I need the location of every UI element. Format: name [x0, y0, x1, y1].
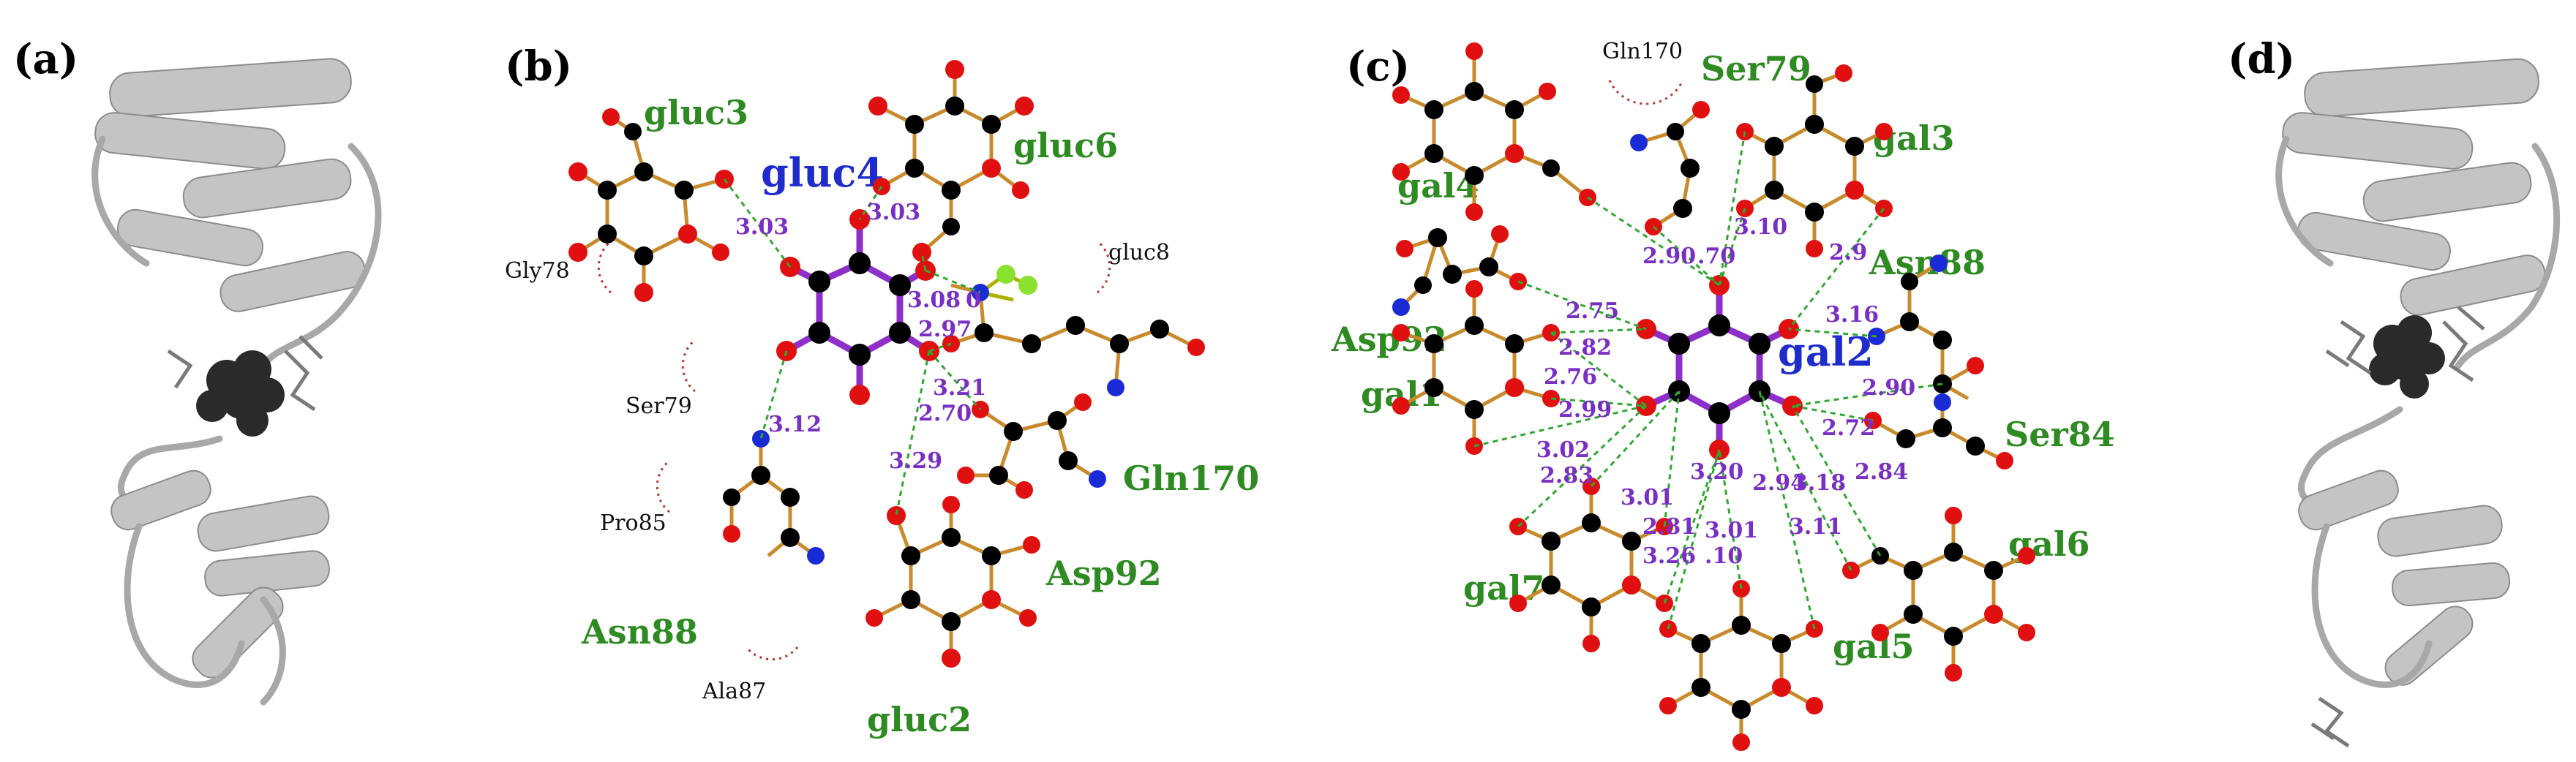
distance-label: 2.94 — [1752, 470, 1806, 496]
panel-c-molecule-gal7 — [1509, 478, 1673, 652]
residue-gluc4: gluc4 — [761, 149, 884, 196]
panel-b-molecule-asp92 — [957, 393, 1106, 499]
panel-c-molecule-gal1 — [1392, 280, 1560, 455]
panel-a-protein-cartoon — [91, 58, 382, 706]
residue-ala87: Ala87 — [702, 679, 766, 704]
distance-label: 2.97 — [918, 317, 972, 342]
distance-label: 2.72 — [1822, 415, 1875, 441]
panel-b-hydrogen-bonds — [723, 178, 982, 516]
distance-label: 0 — [966, 287, 981, 313]
residue-gly78: Gly78 — [505, 258, 570, 284]
panel-d-label: (d) — [2228, 35, 2295, 83]
distance-label: 3.02 — [1536, 437, 1590, 463]
distance-label: 3.08 — [907, 287, 961, 313]
distance-label: 2.70 — [918, 401, 972, 426]
panel-c-hydrophobic-arc — [1608, 80, 1684, 105]
distance-label: 2.81 — [1642, 514, 1696, 540]
panel-c-molecule-gal5 — [1659, 580, 1823, 751]
distance-label: .10 — [1705, 543, 1743, 569]
panel-b-molecule-gluc4 — [776, 209, 939, 405]
residue-ser79: Ser79 — [626, 393, 692, 419]
panel-b-molecule-gluc2 — [865, 496, 1040, 668]
distance-label: 3.10 — [1734, 214, 1787, 240]
panel-a-ligand — [167, 335, 323, 437]
distance-label: 2.75 — [1566, 298, 1619, 324]
panel-c-molecule-gal4 — [1392, 42, 1596, 221]
residue-gln170: Gln170 — [1602, 39, 1683, 64]
panel-d-protein-cartoon — [2275, 58, 2561, 748]
distance-label: 2.83 — [1540, 463, 1593, 488]
residue-ser84: Ser84 — [2005, 415, 2115, 454]
panel-c: (c) Gln170 Ser79 gal3 gal4 Asn88 Asp92 g… — [1331, 39, 2115, 751]
residue-gln170: Gln170 — [1123, 459, 1259, 498]
panel-b-molecule-gln170 — [942, 265, 1205, 396]
panel-c-hydrogen-bonds — [1473, 131, 1943, 630]
distance-label: 3.20 — [1690, 459, 1743, 485]
panel-b-molecule-gluc3 — [568, 108, 734, 302]
residue-gluc8: gluc8 — [1108, 240, 1170, 265]
distance-label: 2.90 — [1862, 375, 1915, 401]
panel-d: (d) — [2228, 35, 2561, 748]
distance-label: 3.03 — [735, 214, 789, 240]
panel-a: (a) — [13, 35, 382, 706]
panel-c-molecule-asp92 — [1392, 225, 1527, 316]
panel-d-ligand — [2325, 306, 2485, 399]
residue-asn88: Asn88 — [581, 612, 698, 652]
distance-label: 3.01 — [1621, 485, 1674, 510]
panel-b-hydrophobic-arcs — [597, 240, 1111, 661]
panel-a-label: (a) — [13, 35, 78, 83]
distance-label: 3.29 — [889, 448, 942, 474]
panel-c-molecule-gal3 — [1736, 64, 1893, 257]
distance-label: 2.90 — [1642, 244, 1696, 269]
distance-label: .70 — [1697, 244, 1735, 269]
distance-label: 3.11 — [1789, 514, 1842, 540]
residue-asp92: Asp92 — [1045, 554, 1162, 593]
distance-label: 2.99 — [1558, 397, 1612, 423]
residue-gluc6: gluc6 — [1013, 126, 1118, 165]
panel-b-molecule-asn88 — [723, 430, 825, 565]
distance-label: 2.76 — [1544, 364, 1597, 390]
distance-label: 3.12 — [768, 412, 822, 437]
distance-label: 3.16 — [1825, 302, 1879, 328]
residue-gal7: gal7 — [1463, 568, 1544, 608]
panel-c-molecule-ser84 — [1864, 393, 2013, 469]
panel-b-molecule-gluc6 — [868, 60, 1034, 262]
residue-ser79: Ser79 — [1701, 49, 1811, 88]
distance-label: 3.18 — [1792, 470, 1846, 496]
distance-label: 3.26 — [1642, 543, 1696, 569]
distance-label: 2.82 — [1558, 335, 1612, 361]
residue-asn88: Asn88 — [1869, 243, 1986, 282]
panel-b: (b) gluc3 gluc4 gluc6 gluc8 Gly78 Ser79 … — [505, 42, 1259, 739]
distance-label: 2.84 — [1855, 459, 1908, 485]
panel-b-label: (b) — [505, 42, 572, 91]
distance-label: 3.21 — [933, 375, 986, 401]
residue-pro85: Pro85 — [600, 510, 666, 536]
panel-c-label: (c) — [1346, 42, 1410, 91]
panel-c-molecule-ser79 — [1630, 101, 1710, 235]
distance-label: 2.9 — [1829, 240, 1867, 265]
distance-label: 3.01 — [1705, 518, 1758, 543]
residue-gluc2: gluc2 — [867, 700, 972, 739]
distance-label: 3.03 — [867, 200, 920, 225]
residue-gluc3: gluc3 — [644, 93, 748, 132]
